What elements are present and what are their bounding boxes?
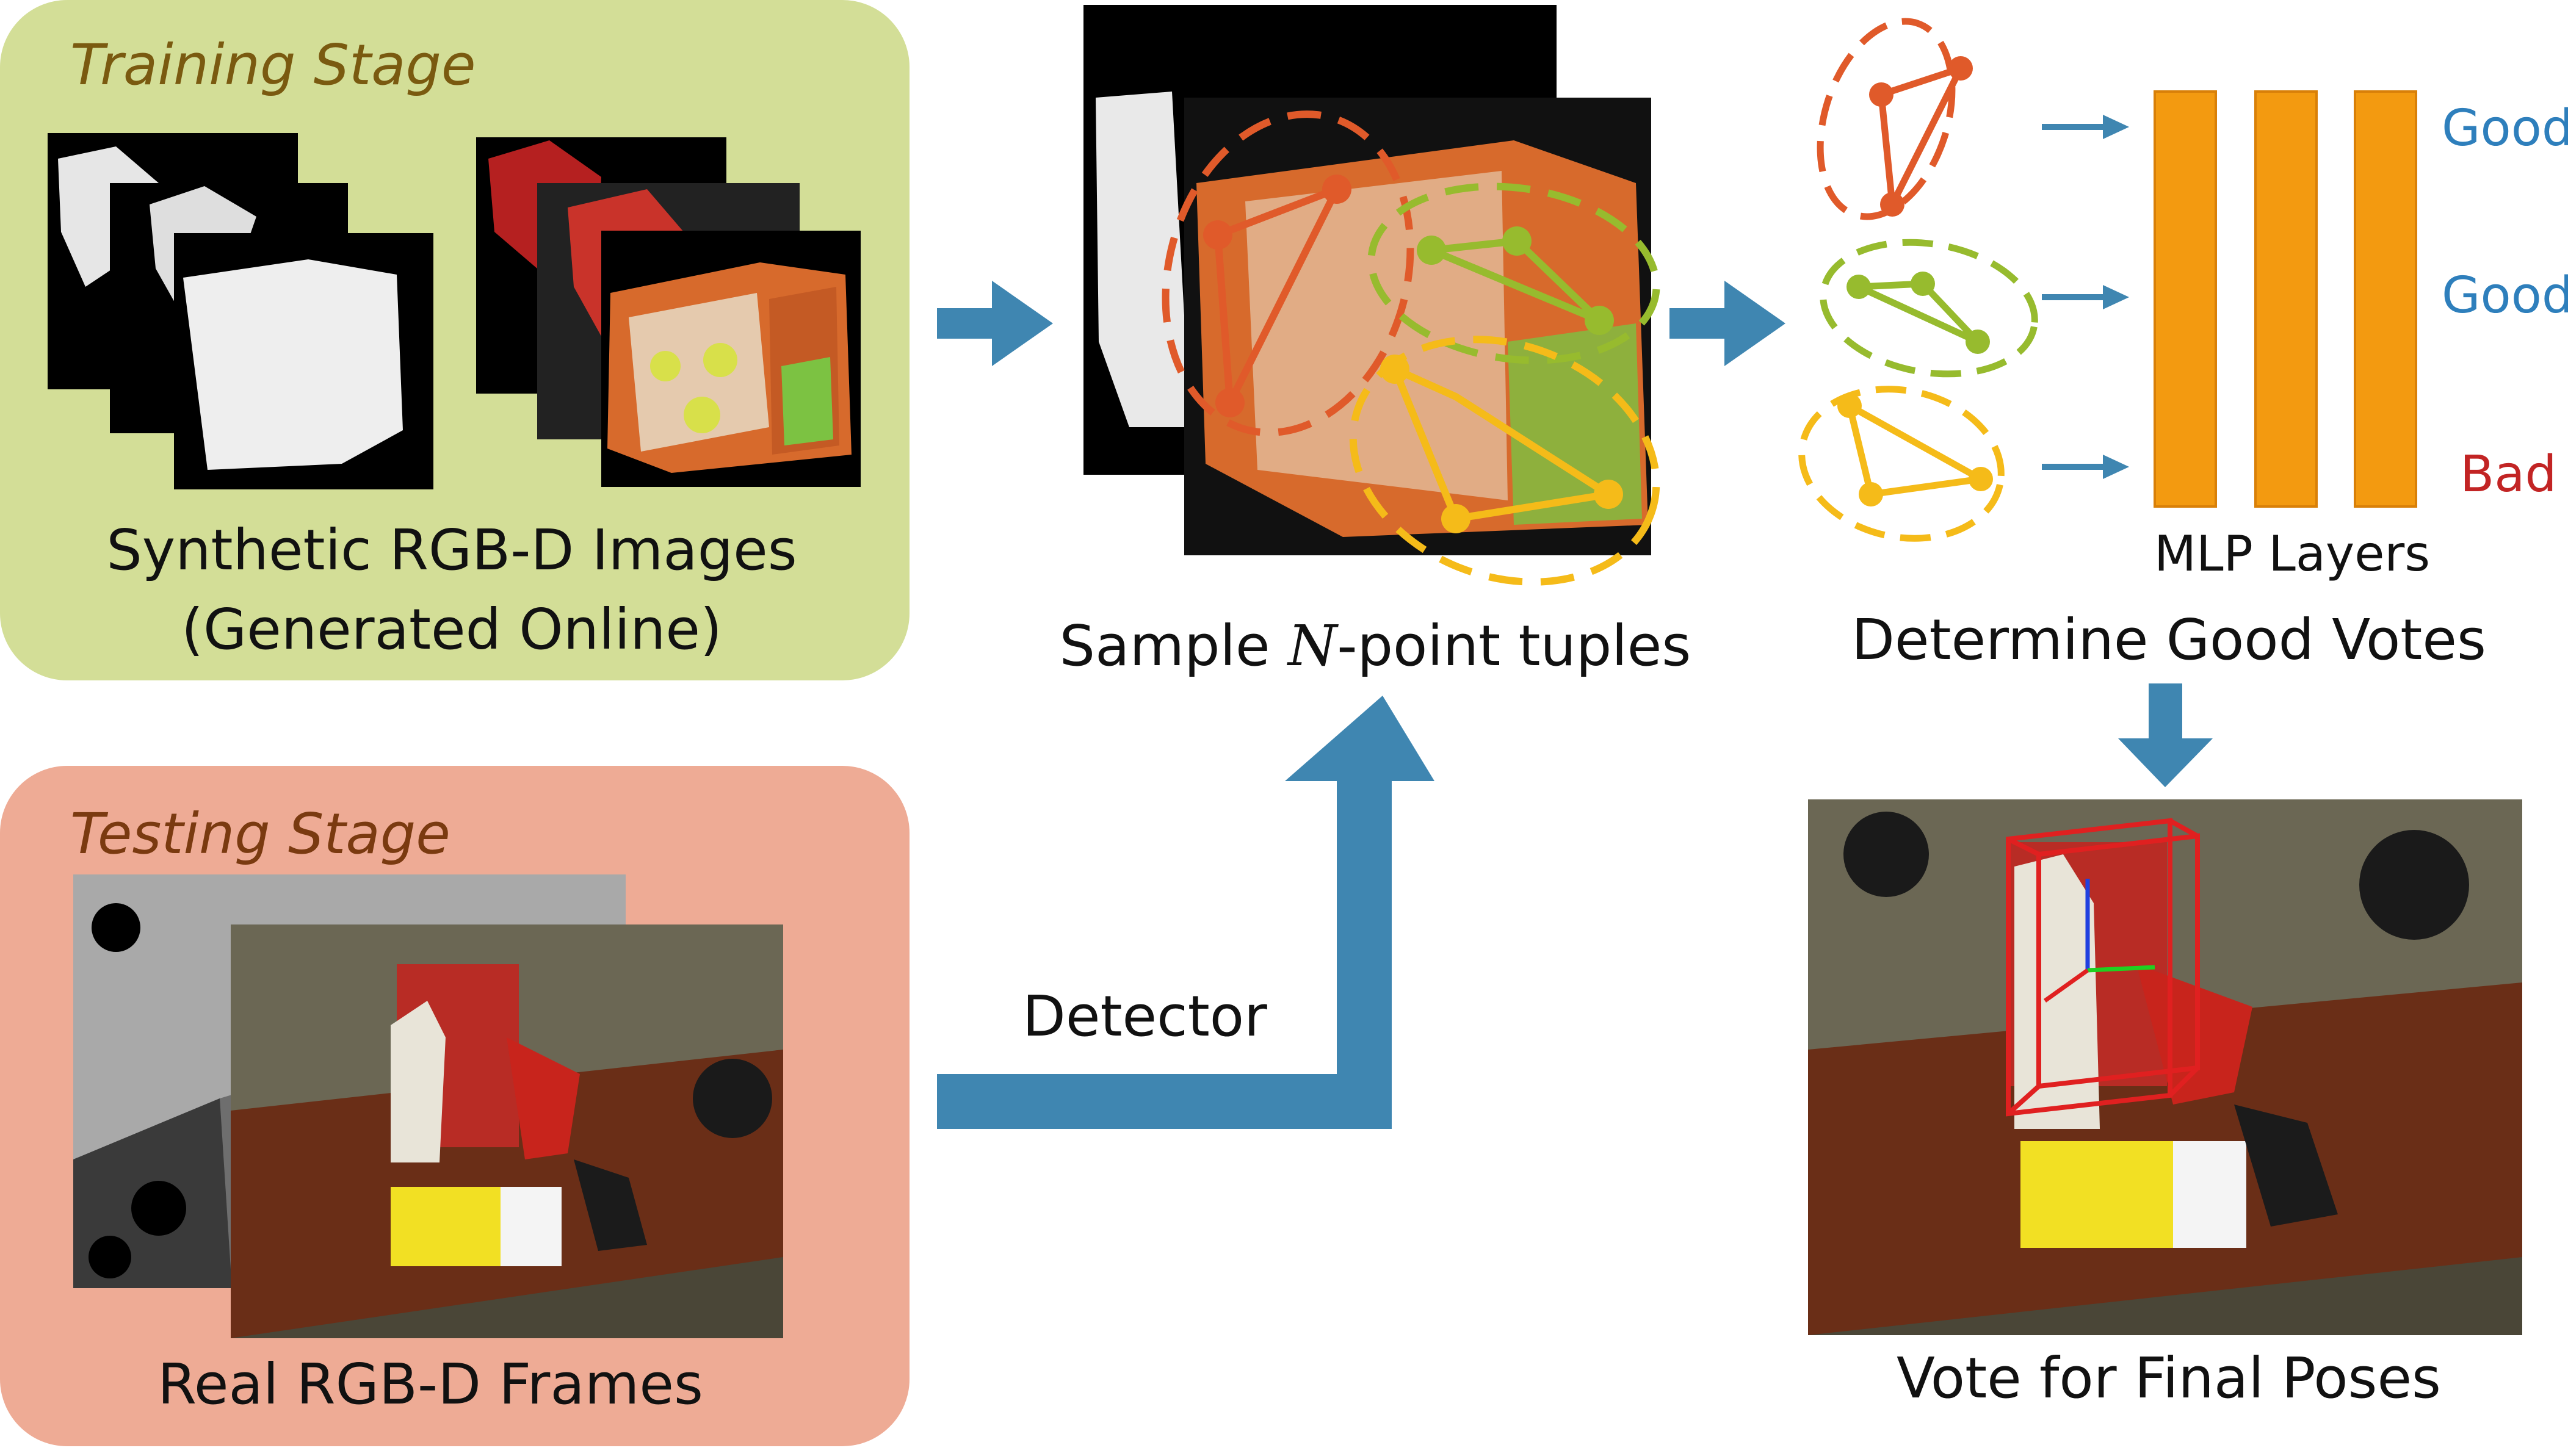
depth-object-1 [58,146,159,287]
mlp-input-arrows [2042,115,2129,479]
vote-tuple-red-ellipse [1817,18,1956,220]
vote-tuple-yellow-point [1837,394,1862,418]
vote-tuple-green-edges [1857,280,1980,345]
right-arrow-icon [1669,281,1785,366]
vote-tuple-green-point [1911,272,1935,296]
green-tuple-edges [1430,237,1602,324]
cheezit-label-panel [629,293,769,452]
red-tuple-point [1203,220,1232,250]
sampling-box-label [1245,171,1508,500]
sampling-caption: Sample N-point tuples [1060,613,1691,679]
vote-tuple-yellow-ellipse [1798,386,2005,542]
right-arrow-icon [2103,115,2129,139]
vote-tuple-green-point [1846,275,1871,299]
right-arrow-icon [937,281,1053,366]
cheezit-cracker-3 [684,397,720,433]
yellow-tuple [1349,336,1660,586]
synthetic-depth-images [48,133,433,489]
vote-tuple-yellow [1798,386,2005,542]
final-chair-right [2359,830,2469,940]
pose-axes [2043,879,2155,1003]
vote-classification-panel: MLP Layers Good Good Bad Determine Good … [1798,18,2568,672]
detector-up-arrow-icon [937,696,1434,1129]
rgb-drill [507,1037,580,1159]
mlp-label: MLP Layers [2154,525,2430,582]
down-arrow-icon [2118,683,2213,787]
rgb-bleach-bottle [391,1001,446,1162]
rgb-clamp [574,1159,647,1251]
pose-box-edge [2007,837,2040,857]
cheezit-green-label [781,357,833,445]
final-caption: Vote for Final Poses [1897,1346,2441,1411]
pose-box-edge [2006,1084,2041,1115]
training-stage-panel: Training Stage Synthetic RGB-D Images [0,0,910,680]
green-tuple-point [1502,226,1532,256]
rgb-chair [693,1059,772,1138]
vote-tuple-green-point [1966,330,1990,354]
vote-tuple-yellow-edges [1846,403,1992,499]
cheezit-cracker-2 [703,343,737,377]
mlp-layer-bar [2354,90,2417,508]
vote-tuple-red-edges [1878,62,1967,217]
yellow-tuple-ellipse [1349,336,1660,586]
green-tuple-point [1417,236,1446,265]
sampling-depth-object [1096,92,1190,427]
testing-caption: Real RGB-D Frames [157,1352,703,1417]
vote-tuple-red [1817,18,1973,220]
final-clamp [2234,1105,2338,1227]
yellow-tuple-point [1441,504,1470,533]
voting-caption: Determine Good Votes [1851,607,2486,672]
red-tuple-point [1322,175,1351,204]
detector-label: Detector [1022,984,1267,1049]
verdict-bad: Bad [2460,445,2557,503]
synthetic-rgb-images [476,137,861,487]
final-chair-left [1843,812,1929,897]
vote-tuple-green [1820,239,2038,378]
depth-object-3 [183,259,403,470]
vote-tuple-green-ellipse [1820,239,2038,378]
training-stage-label: Training Stage [70,32,476,98]
final-sugar-label [2173,1141,2246,1248]
depth-hole-2 [131,1181,186,1236]
yellow-tuple-point [1380,355,1409,384]
pose-axis-y [2087,965,2155,973]
pose-box-edge [2168,1066,2199,1097]
pose-axis-x [2043,968,2089,1003]
mlp-layers [2154,90,2417,508]
right-arrow-icon [2103,455,2129,479]
cheezit-cracker-1 [650,351,681,381]
testing-stage-panel: Testing Stage Real RGB-D Frames [0,766,910,1446]
final-pose-panel: Vote for Final Poses [1808,799,2522,1411]
vote-tuple-red-point [1869,82,1893,107]
estimated-pose-box [2006,818,2200,1117]
vote-tuple-red-point [1880,192,1904,217]
yellow-tuple-point [1594,480,1623,509]
right-arrow-icon [2103,285,2129,309]
training-caption-line2: (Generated Online) [181,597,722,662]
vote-tuple-yellow-point [1859,482,1883,506]
rgb-sugar-label [501,1187,562,1266]
mlp-layer-bar [2254,90,2318,508]
green-tuple-point [1585,306,1614,335]
mlp-layer-bar [2154,90,2217,508]
red-tuple-point [1215,388,1245,417]
depth-hole-3 [89,1236,131,1278]
depth-hole-1 [92,903,140,952]
red-tuple-ellipse [1162,110,1414,436]
real-rgb-frame [231,924,783,1338]
pose-box-edge [2169,818,2199,838]
vote-tuple-red-point [1948,56,1973,81]
tuple-sampling-panel: Sample N-point tuples [1060,5,1691,679]
red-tuple [1162,110,1414,436]
training-caption-line1: Synthetic RGB-D Images [106,517,797,583]
verdict-good-2: Good [2442,267,2568,325]
sampling-green-label [1508,323,1642,525]
verdict-good-1: Good [2442,99,2568,157]
testing-stage-label: Testing Stage [70,801,450,867]
vote-tuple-yellow-point [1969,467,1993,491]
red-tuple-edges [1214,182,1345,417]
green-tuple-ellipse [1367,182,1660,364]
green-tuple [1367,182,1660,364]
